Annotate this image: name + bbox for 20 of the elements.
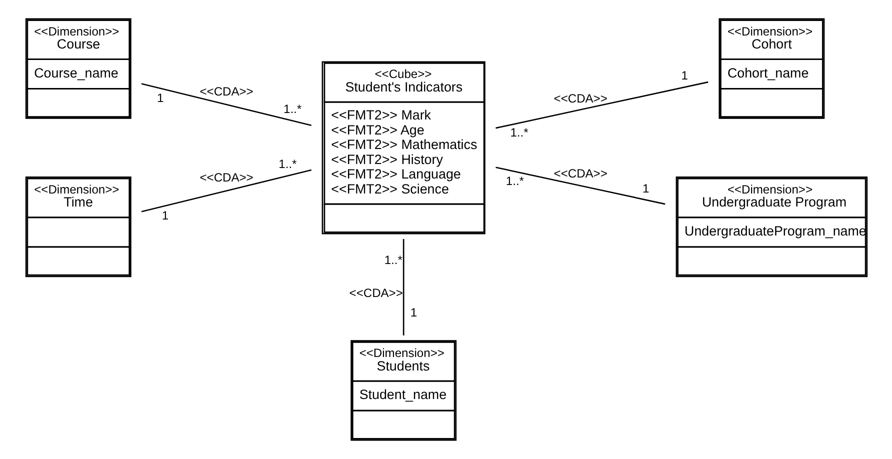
connector — [402, 239, 404, 336]
connector — [140, 169, 312, 212]
label: 1..* — [384, 252, 402, 267]
connector — [495, 166, 665, 205]
connector — [495, 81, 708, 129]
edge-label: <<CDA>> — [199, 170, 253, 184]
edge-label: <<CDA>> — [348, 286, 402, 300]
edge-label: <<CDA>> — [553, 91, 607, 106]
label: 1..* — [505, 174, 524, 188]
label: 1 — [680, 68, 688, 83]
edge-label: <<CDA>> — [553, 166, 607, 180]
label: 1 — [410, 306, 417, 320]
label: 1 — [642, 181, 649, 196]
label: 1..* — [510, 125, 528, 140]
connector — [140, 83, 312, 126]
label: 1 — [156, 90, 164, 105]
label: 1..* — [278, 157, 296, 172]
label: 1 — [161, 208, 168, 222]
label: 1..* — [283, 102, 302, 116]
edge-label: <<CDA>> — [199, 84, 253, 99]
